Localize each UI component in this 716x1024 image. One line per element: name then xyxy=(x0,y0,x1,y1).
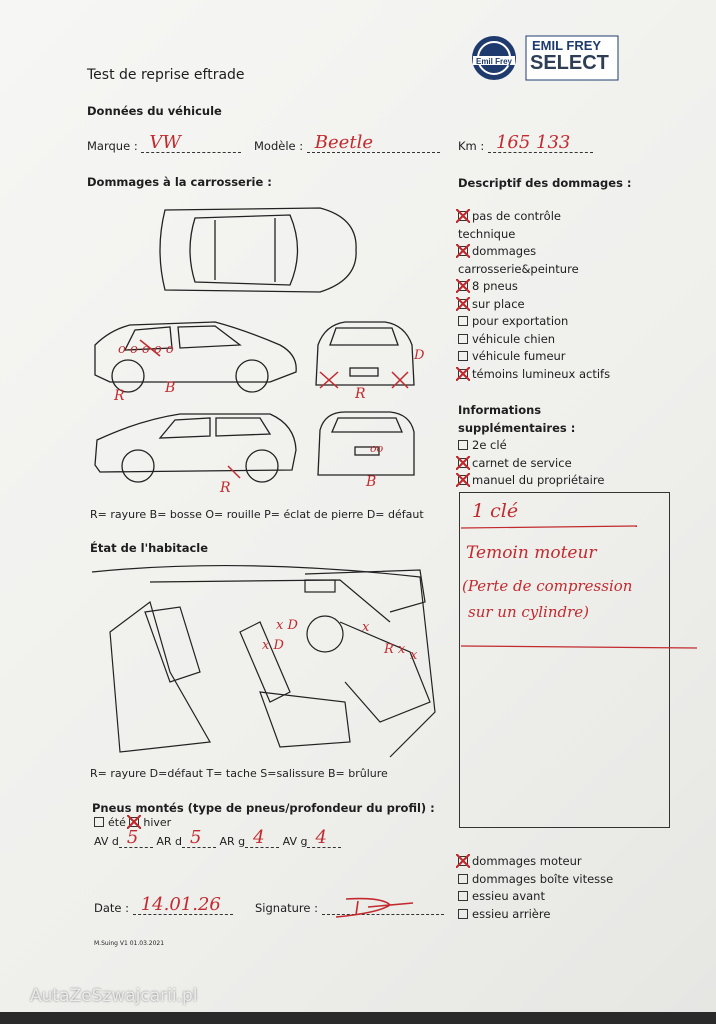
note-line-2: Temoin moteur xyxy=(466,543,597,563)
emil-frey-logo: Emil Frey EMIL FREY SELECT xyxy=(470,34,620,82)
form-title: Test de reprise eftrade xyxy=(87,67,245,83)
interior-mark-3: R x xyxy=(384,642,406,657)
marque-label: Marque : xyxy=(87,139,138,153)
interior-heading: État de l'habitacle xyxy=(90,541,209,555)
body-mark-front-d: D xyxy=(414,348,425,363)
checkbox-summer[interactable] xyxy=(94,817,104,827)
date-label: Date : xyxy=(94,901,130,915)
bottom-item-front-axle[interactable]: essieu avant xyxy=(458,888,613,906)
additional-info-heading-2: supplémentaires : xyxy=(458,421,576,435)
vehicle-section-heading: Données du véhicule xyxy=(87,104,222,118)
marque-field[interactable]: Marque : VW xyxy=(87,132,242,153)
damage-item-body-paint-cont: carrosserie&peinture xyxy=(458,261,579,276)
bottom-item-rear-axle[interactable]: essieu arrière xyxy=(458,906,613,924)
modele-field[interactable]: Modèle : Beetle xyxy=(254,132,440,153)
modele-label: Modèle : xyxy=(254,139,304,153)
damage-item-no-inspection[interactable]: pas de contrôle xyxy=(456,208,610,226)
damage-item-export[interactable]: pour exportation xyxy=(458,313,610,331)
body-damage-legend: R= rayure B= bosse O= rouille P= éclat d… xyxy=(90,508,424,521)
bottom-damage-list: dommages moteur dommages boîte vitesse e… xyxy=(456,853,613,924)
interior-legend: R= rayure D=défaut T= tache S=salissure … xyxy=(90,767,388,780)
damage-item-on-site[interactable]: sur place xyxy=(456,296,610,314)
interior-diagram[interactable] xyxy=(90,562,440,762)
car-top-view xyxy=(159,207,357,293)
notes-box[interactable] xyxy=(459,492,670,828)
note-line-1: 1 clé xyxy=(472,500,519,522)
info-item-second-key[interactable]: 2e clé xyxy=(458,437,604,455)
car-diagrams xyxy=(94,207,415,483)
car-rear-view[interactable] xyxy=(317,411,415,476)
info-item-service-book[interactable]: carnet de service xyxy=(456,455,604,473)
car-side-view-1[interactable] xyxy=(94,321,297,393)
damage-description-heading: Descriptif des dommages : xyxy=(458,176,632,190)
checkbox-winter[interactable] xyxy=(127,815,142,829)
additional-info-heading-1: Informations xyxy=(458,403,542,417)
damage-description-list: pas de contrôle technique dommages carro… xyxy=(456,208,610,384)
modele-value: Beetle xyxy=(314,132,373,153)
marque-value: VW xyxy=(149,132,181,153)
damage-item-body-paint[interactable]: dommages xyxy=(456,243,610,261)
body-damage-heading: Dommages à la carrosserie : xyxy=(87,175,272,189)
info-item-owner-manual[interactable]: manuel du propriétaire xyxy=(456,472,604,490)
tire-type-options: été hiver xyxy=(94,815,171,829)
body-mark-side1-dots: o o o o o xyxy=(118,342,174,357)
body-mark-rear-oo: oo xyxy=(370,442,384,455)
tire-type-summer[interactable]: été xyxy=(94,816,126,829)
damage-item-no-inspection-cont: technique xyxy=(458,226,516,241)
body-mark-front-r: R xyxy=(355,386,366,402)
emil-frey-emblem-icon: Emil Frey xyxy=(472,35,619,81)
tire-type-winter[interactable]: hiver xyxy=(127,815,171,829)
damage-item-8-tires[interactable]: 8 pneus xyxy=(456,278,610,296)
body-mark-side2-r: R xyxy=(220,480,231,496)
body-mark-rear-b: B xyxy=(366,474,377,490)
additional-info-list: 2e clé carnet de service manuel du propr… xyxy=(456,437,604,490)
km-value: 165 133 xyxy=(495,132,571,153)
km-label: Km : xyxy=(458,139,485,153)
logo-brand-bottom: SELECT xyxy=(530,52,609,74)
interior-mark-2: x D xyxy=(262,638,284,653)
car-front-view[interactable] xyxy=(315,321,415,386)
damage-item-warning-lights[interactable]: témoins lumineux actifs xyxy=(456,366,610,384)
signature-field[interactable]: Signature : xyxy=(255,901,444,915)
interior-mark-4: x xyxy=(362,620,370,635)
km-field[interactable]: Km : 165 133 xyxy=(458,132,593,153)
car-side-view-2[interactable] xyxy=(94,413,297,483)
signature-scribble xyxy=(335,897,414,918)
interior-mark-5: x xyxy=(410,648,418,663)
interior-mark-1: x D xyxy=(276,618,298,633)
note-line-3: (Perte de compression xyxy=(462,577,633,595)
background-edge xyxy=(0,1012,716,1024)
damage-item-dog[interactable]: véhicule chien xyxy=(458,331,610,349)
date-value: 14.01.26 xyxy=(140,894,221,915)
watermark: AutaZeSzwajcarii.pl xyxy=(30,986,198,1006)
footer-version: M.Suing V1 01.03.2021 xyxy=(94,940,165,947)
bottom-item-gearbox[interactable]: dommages boîte vitesse xyxy=(458,871,613,889)
date-field[interactable]: Date : 14.01.26 xyxy=(94,894,233,915)
body-mark-side1-b: B xyxy=(165,380,176,396)
notes-underlines xyxy=(460,525,698,649)
note-line-4: sur un cylindre) xyxy=(468,603,590,621)
tires-heading: Pneus montés (type de pneus/profondeur d… xyxy=(92,801,435,815)
damage-item-smoker[interactable]: véhicule fumeur xyxy=(458,348,610,366)
svg-text:Emil Frey: Emil Frey xyxy=(476,57,513,66)
signature-label: Signature : xyxy=(255,901,319,915)
logo-brand-top: EMIL FREY xyxy=(532,38,602,53)
body-mark-side1-r: R xyxy=(114,388,125,404)
bottom-item-engine[interactable]: dommages moteur xyxy=(456,853,613,871)
